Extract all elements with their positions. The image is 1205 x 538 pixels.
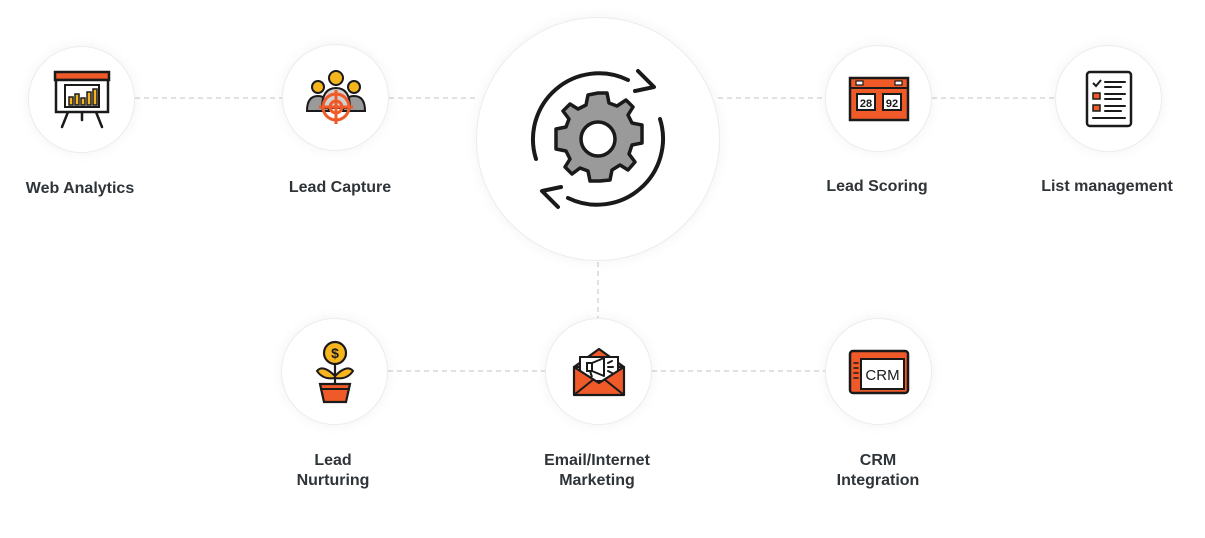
label-crm-integration: CRM Integration bbox=[836, 452, 920, 489]
score-left-text: 28 bbox=[859, 98, 871, 110]
node-crm-integration: CRM bbox=[825, 318, 932, 425]
node-email-marketing bbox=[545, 318, 652, 425]
envelope-megaphone-icon bbox=[572, 347, 625, 396]
presentation-chart-icon bbox=[53, 70, 110, 128]
score-right-text: 92 bbox=[885, 98, 897, 110]
label-lead-nurturing: Lead Nurturing bbox=[296, 452, 370, 489]
label-email-marketing: Email/Internet Marketing bbox=[544, 452, 650, 489]
label-lead-scoring: Lead Scoring bbox=[826, 178, 928, 195]
gear-sync-icon bbox=[530, 69, 666, 209]
svg-text:$: $ bbox=[331, 345, 339, 361]
node-lead-nurturing: $ bbox=[281, 318, 388, 425]
node-lead-scoring: 28 92 bbox=[825, 45, 932, 152]
checklist-icon bbox=[1085, 70, 1132, 127]
center-hub bbox=[476, 17, 720, 261]
crm-window-icon: CRM bbox=[848, 349, 909, 394]
label-lead-capture: Lead Capture bbox=[288, 179, 392, 196]
money-plant-icon: $ bbox=[315, 340, 354, 403]
target-people-icon bbox=[305, 69, 366, 124]
crm-text: CRM bbox=[865, 367, 899, 384]
label-web-analytics: Web Analytics bbox=[25, 180, 135, 197]
label-list-management: List management bbox=[1041, 178, 1173, 195]
node-lead-capture bbox=[282, 44, 389, 151]
node-web-analytics bbox=[28, 46, 135, 153]
node-list-management bbox=[1055, 45, 1162, 152]
scoreboard-icon: 28 92 bbox=[848, 76, 909, 121]
